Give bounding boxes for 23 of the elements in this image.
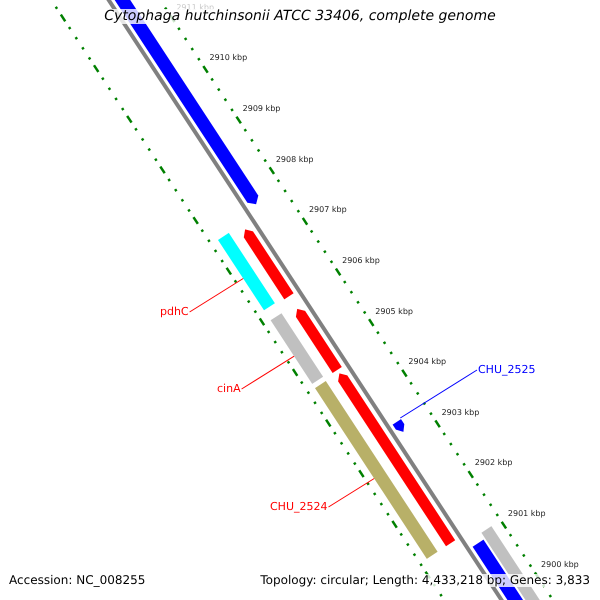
leader-line bbox=[400, 370, 478, 418]
gene-label: CHU_2525 bbox=[478, 364, 536, 376]
gene-label: CHU_2524 bbox=[270, 501, 328, 514]
gene-bar bbox=[218, 232, 275, 310]
leader-line bbox=[241, 356, 295, 390]
tick-label: 2900 kbp bbox=[541, 560, 579, 570]
tick-label: 2905 kbp bbox=[375, 308, 413, 316]
tick-label: 2908 kbp bbox=[276, 156, 314, 164]
gene-label: cinA bbox=[217, 383, 241, 396]
leader-line bbox=[328, 478, 375, 508]
gene-arrow bbox=[392, 419, 404, 432]
tick-label: 2904 kbp bbox=[408, 358, 446, 367]
tick-label: 2909 kbp bbox=[242, 105, 280, 114]
gene-bar bbox=[270, 313, 324, 384]
tick-label: 2910 kbp bbox=[210, 54, 248, 64]
tick-label: 2902 kbp bbox=[474, 459, 512, 468]
tick-label: 2906 kbp bbox=[342, 256, 380, 266]
footer-text: Topology: circular; Length: 4,433,218 bp; Genes: 3,833 bbox=[260, 574, 590, 588]
gene-label: pdhC bbox=[160, 306, 189, 318]
tick-label: 2907 kbp bbox=[308, 206, 347, 216]
leader-line bbox=[189, 278, 244, 312]
footer-text: Accession: NC_008255 bbox=[9, 574, 146, 588]
tick-label: 2901 kbp bbox=[508, 510, 546, 519]
